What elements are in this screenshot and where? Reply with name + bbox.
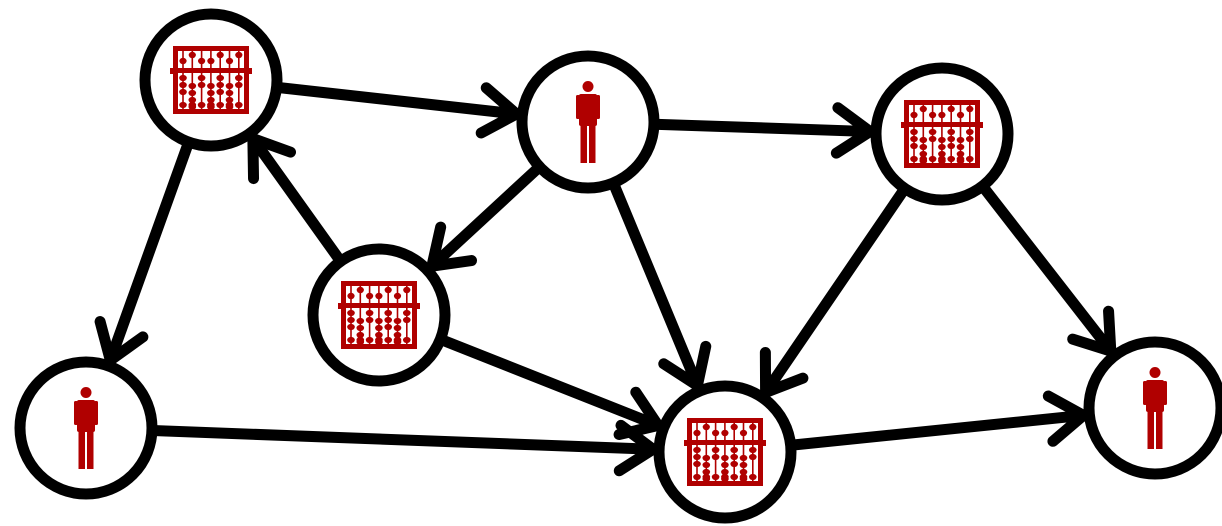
node-person-top-middle	[516, 50, 660, 194]
arrowhead	[759, 347, 809, 401]
edge-line	[609, 181, 703, 392]
edge-abacus-top-right-to-abacus-bottom-center	[759, 186, 909, 401]
abacus-icon	[170, 46, 252, 114]
edge-abacus-top-left-to-person-top-middle	[275, 82, 527, 139]
edge-abacus-top-left-to-person-bottom-left	[94, 140, 193, 370]
arrowhead	[424, 221, 477, 273]
nodes-layer	[14, 8, 1222, 524]
edge-person-bottom-left-to-abacus-bottom-center	[150, 419, 663, 477]
edge-person-top-middle-to-abacus-bottom-center	[609, 181, 712, 395]
edge-abacus-center-to-abacus-top-left	[247, 130, 344, 264]
edge-line	[979, 183, 1117, 357]
edge-line	[150, 425, 659, 455]
edge-line	[438, 335, 664, 431]
edge-person-top-middle-to-abacus-top-right	[652, 102, 880, 159]
edge-line	[789, 409, 1089, 451]
edge-line	[247, 133, 344, 264]
node-abacus-center	[307, 243, 451, 387]
person-icon	[1143, 367, 1167, 449]
edge-line	[104, 140, 193, 366]
node-person-bottom-right	[1083, 336, 1222, 480]
arrowhead	[94, 316, 149, 370]
node-abacus-top-right	[870, 62, 1014, 206]
arrowhead	[247, 130, 297, 185]
abacus-icon	[338, 281, 420, 349]
arrowhead	[1067, 305, 1117, 359]
node-person-bottom-left	[14, 356, 158, 500]
edge-line	[275, 82, 522, 120]
edge-abacus-top-right-to-person-bottom-right	[979, 183, 1117, 359]
edge-abacus-bottom-center-to-person-bottom-right	[789, 390, 1094, 451]
node-abacus-bottom-center	[653, 380, 797, 524]
arrowhead	[613, 419, 663, 477]
arrowhead	[658, 340, 712, 395]
edges-layer	[94, 82, 1117, 477]
edge-abacus-center-to-abacus-bottom-center	[438, 335, 668, 441]
arrowhead	[1042, 390, 1094, 447]
abacus-icon	[901, 100, 983, 168]
person-icon	[576, 81, 600, 163]
node-abacus-top-left	[139, 8, 283, 152]
edge-line	[760, 186, 909, 399]
arrowhead	[475, 82, 527, 139]
edge-person-top-middle-to-abacus-center	[424, 163, 543, 273]
arrowhead	[830, 102, 880, 159]
edge-line	[426, 163, 543, 272]
abacus-icon	[684, 418, 766, 486]
person-icon	[74, 387, 98, 469]
edge-line	[652, 118, 876, 138]
